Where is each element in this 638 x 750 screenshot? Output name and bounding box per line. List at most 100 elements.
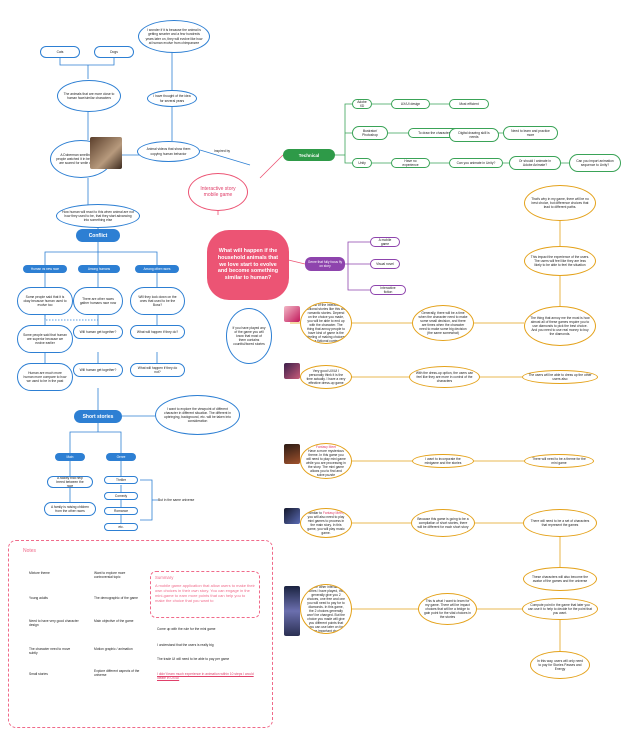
- genre-item-etc-label: etc.: [118, 525, 123, 529]
- game-thumbnail-1: [284, 306, 300, 322]
- notes-panel: Notes Mixture theme Young adults Need to…: [8, 540, 273, 728]
- tech-adobe-animate: Or should I animate in Adobe Animate?: [509, 156, 561, 170]
- game-thumbnail-5: [284, 586, 300, 636]
- notes-right-5: Explore different aspects of the univers…: [94, 669, 144, 677]
- main-header: Main: [55, 453, 85, 461]
- impact-label: This impact the experience of the users.…: [530, 255, 590, 267]
- technical-label: Technical: [299, 153, 319, 158]
- conflict-header-1: Human vs new race: [23, 265, 67, 273]
- notes-left-2: Young adults: [29, 596, 79, 600]
- if-you-have-label: If you have played any of the game you w…: [232, 326, 266, 346]
- conflict-c3-1: Will they look down on the ones that use…: [130, 287, 185, 315]
- conflict-c3-3-label: What will happen if they do not?: [136, 366, 179, 374]
- conflict-c2-1-label: There are other races gather humans race…: [79, 297, 117, 305]
- thought-label: I have thought of the idea for several y…: [153, 94, 191, 102]
- conflict-c2-2: Will human get together?: [73, 325, 123, 339]
- tech-animate-unity-label: Can you animate in Unity?: [457, 161, 496, 165]
- most-of-node: Most of the interactive fictional storie…: [300, 302, 352, 344]
- tech-adobe-xd: Adobe XD: [352, 99, 372, 109]
- animals-closer-node: The animals that are more close to human…: [57, 80, 121, 112]
- tech-uxui-label: UX/UI design: [401, 102, 420, 106]
- notes-right-2: The demographic of the game: [94, 596, 144, 600]
- tech-animate-unity: Can you animate in Unity?: [449, 158, 503, 168]
- summary-panel: Summary A mobile game application that a…: [150, 571, 260, 618]
- similar-node: Similar to Fantasy Meet, you will also n…: [300, 508, 352, 538]
- tech-learn-label: Need to learn and practice more: [509, 129, 552, 137]
- conflict-header-3-label: Among other races: [144, 267, 171, 271]
- conflict-c1-2-label: Some people said that human are superior…: [23, 333, 67, 345]
- short-stories-header: Short stories: [74, 410, 122, 423]
- summary-link[interactable]: I didn't learn much experience in animat…: [157, 672, 257, 680]
- wonder-label: I wonder if it is because the animal is …: [144, 28, 204, 44]
- users-able-label: The users will be able to dress up the o…: [528, 373, 592, 381]
- there-need-node: There will need to be a set of character…: [523, 509, 597, 537]
- thats-why-node: That's why in my game, there will be no …: [524, 185, 596, 221]
- thats-why-label: That's why in my game, there will be no …: [530, 197, 590, 209]
- thought-node: I have thought of the idea for several y…: [147, 90, 197, 107]
- compute-node: Compute point in the game that later you…: [522, 598, 598, 620]
- conflict-c1-1: Some people said that it is okay because…: [17, 287, 73, 315]
- genre-item-comedy-label: Comedy: [115, 494, 127, 498]
- very-good-label: Very good UX/UI I personally think it is…: [306, 369, 346, 385]
- conflict-header-3: Among other races: [135, 265, 179, 273]
- tech-adobe-animate-label: Or should I animate in Adobe Animate?: [515, 159, 555, 167]
- main-item-1-label: A facility that help breed between the r…: [53, 476, 87, 488]
- wonder-node: I wonder if it is because the animal is …: [138, 20, 210, 53]
- fantasy-label: Have a more mysterious theme. In this ga…: [306, 449, 346, 477]
- topic-node: Interactive story mobile game: [188, 173, 248, 211]
- genre-branch-label: Genre that fully focus fly on story: [307, 260, 343, 268]
- impact-node: This impact the experience of the users.…: [524, 246, 596, 276]
- there-need-label: There will need to be a set of character…: [529, 519, 591, 527]
- in-other-node: In the other interactive stories I have …: [300, 584, 352, 634]
- conflict-header-1-label: Human vs new race: [31, 267, 59, 271]
- how-human-node: How human will react to this when animal…: [56, 204, 140, 228]
- summary-body: A mobile game application that allow use…: [155, 583, 255, 603]
- summary-line-1: Come up with the rule for the mini game: [157, 627, 215, 631]
- inspired-by-label: Inspired by: [208, 149, 236, 153]
- animal-videos-node: Animal videos that show them copying hum…: [137, 141, 200, 162]
- most-of-label: Most of the interactive fictional storie…: [306, 303, 346, 343]
- game-thumbnail-3: [284, 444, 300, 464]
- game-thumbnail-4: [284, 508, 300, 524]
- main-item-2-label: A family is raising children from the ot…: [50, 505, 90, 513]
- notes-left-1: Mixture theme: [29, 571, 79, 575]
- generally-label: Generally, there will be a time when the…: [418, 311, 468, 335]
- explore-label: I want to explore the viewpoint of diffe…: [161, 407, 234, 423]
- this-is-node: This is what I want to learn for my game…: [418, 593, 477, 625]
- cats-label: Cats: [57, 50, 64, 54]
- tech-draw-label: To draw the character: [418, 131, 450, 135]
- genre-item-thriller-label: Thriller: [116, 478, 126, 482]
- genre-branch-mobile: A mobile game: [370, 237, 400, 247]
- conflict-c2-1: There are other races gather humans race…: [73, 287, 123, 315]
- conflict-c3-2: What will happen if they do?: [130, 325, 185, 339]
- explore-node: I want to explore the viewpoint of diffe…: [155, 395, 240, 435]
- dogs-node: Dogs: [94, 46, 134, 58]
- always-node: The thing that annoy me the most is how …: [524, 306, 596, 346]
- dogs-label: Dogs: [110, 50, 118, 54]
- incorporate-label: I want to incorporate the minigame and t…: [418, 457, 468, 465]
- tech-efficient: Most efficient: [449, 99, 489, 109]
- genre-branch-visual-novel-label: Visual novel: [376, 262, 394, 266]
- main-label: Main: [67, 455, 74, 459]
- same-universe-label: But in the same universe: [158, 498, 208, 502]
- tech-uxui: UX/UI design: [391, 99, 430, 109]
- summary-line-2: I understand that the users is really bi…: [157, 643, 214, 647]
- cats-node: Cats: [40, 46, 80, 58]
- in-this-node: In this way, users will only need to pay…: [530, 651, 590, 679]
- conflict-c1-1-label: Some people said that it is okay because…: [23, 295, 67, 307]
- tech-unity: Unity: [352, 158, 372, 168]
- within-node: With the dress-up option, the users can …: [409, 366, 480, 388]
- in-this-label: In this way, users will only need to pay…: [536, 659, 584, 671]
- because-node: Because this game is going to be a compi…: [411, 509, 475, 537]
- notes-left-4: The character need to move subtly: [29, 647, 79, 655]
- notes-left-5: Small stories: [29, 672, 79, 676]
- conflict-header: Conflict: [76, 229, 120, 242]
- conflict-c3-3: What will happen if they do not?: [130, 363, 185, 377]
- conflict-c1-2: Some people said that human are superior…: [17, 325, 73, 353]
- if-you-have-node: If you have played any of the game you w…: [226, 308, 272, 364]
- in-other-label: In the other interactive stories I have …: [306, 585, 346, 633]
- game-thumbnail-2: [284, 363, 300, 379]
- genre-label: Genre: [117, 455, 126, 459]
- main-item-2: A family is raising children from the ot…: [44, 502, 96, 516]
- tech-unity-label: Unity: [358, 161, 366, 165]
